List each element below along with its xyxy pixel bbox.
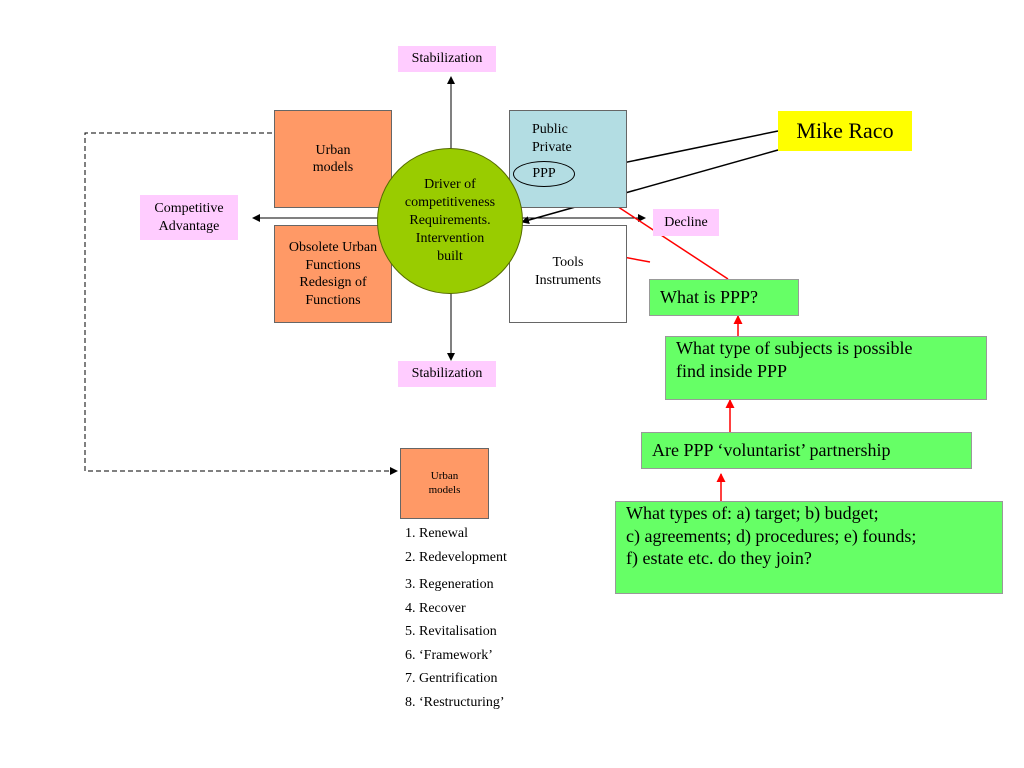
instruments-label: Instruments [534, 272, 602, 288]
private-label: Private [532, 139, 572, 155]
obsolete-line-1: Obsolete Urban [288, 240, 378, 255]
stabilization-bottom-label: Stabilization [398, 361, 496, 387]
stabilization-top-label: Stabilization [398, 46, 496, 72]
tools-label: Tools [552, 255, 584, 270]
competitiveness-driver-circle: Driver of competitiveness Requirements. … [377, 148, 523, 294]
list-item-revitalisation: 5. Revitalisation [405, 624, 497, 639]
public-label: Public [532, 122, 568, 137]
list-item-regeneration: 3. Regeneration [405, 577, 494, 592]
competitive-advantage-line-1: Competitive [154, 201, 224, 216]
competitive-advantage-label: Competitive Advantage [140, 195, 238, 240]
list-item-framework: 6. ‘Framework’ [405, 648, 493, 663]
types-line-1: What types of: a) target; b) budget; [626, 503, 879, 523]
mike-raco-label: Mike Raco [778, 111, 912, 151]
competitive-advantage-line-2: Advantage [158, 218, 220, 234]
small-urban-line-2: models [428, 483, 461, 496]
subjects-line-1: What type of subjects is possible [676, 338, 913, 358]
question-types: What types of: a) target; b) budget; c) … [615, 501, 1003, 594]
obsolete-line-2: Functions [305, 257, 361, 273]
ppp-ellipse-label: PPP [532, 166, 556, 182]
question-voluntarist: Are PPP ‘voluntarist’ partnership [641, 432, 972, 469]
circle-line-1: Driver of [424, 176, 476, 192]
urban-models-quadrant: Urban models [274, 110, 392, 208]
list-item-restructuring: 8. ‘Restructuring’ [405, 695, 505, 710]
circle-line-2: competitiveness [404, 194, 496, 210]
public-private-quadrant: Public Private PPP [509, 110, 627, 208]
obsolete-functions-quadrant: Obsolete Urban Functions Redesign of Fun… [274, 225, 392, 323]
urban-models-line-1: Urban [315, 142, 351, 158]
list-item-recover: 4. Recover [405, 601, 466, 616]
small-urban-models-box: Urban models [400, 448, 489, 519]
circle-line-3: Requirements. [409, 212, 491, 228]
circle-line-4: Intervention [415, 231, 485, 247]
types-line-3: f) estate etc. do they join? [626, 548, 812, 568]
tools-instruments-quadrant: Tools Instruments [509, 225, 627, 323]
list-item-gentrification: 7. Gentrification [405, 671, 498, 686]
obsolete-line-4: Functions [305, 292, 361, 308]
urban-models-line-2: models [312, 160, 354, 175]
circle-line-5: built [437, 249, 463, 265]
decline-label: Decline [653, 209, 719, 236]
small-urban-line-1: Urban [430, 469, 459, 482]
list-item-redevelopment: 2. Redevelopment [405, 550, 507, 565]
obsolete-line-3: Redesign of [299, 275, 367, 290]
types-line-2: c) agreements; d) procedures; e) founds; [626, 525, 917, 546]
mike-raco-arrow-circle [521, 149, 779, 224]
question-what-is-ppp: What is PPP? [649, 279, 799, 316]
question-subjects: What type of subjects is possible find i… [665, 336, 987, 400]
ppp-ellipse: PPP [513, 161, 575, 187]
dashed-connector [84, 132, 398, 475]
subjects-line-2: find inside PPP [676, 360, 788, 381]
list-item-renewal: 1. Renewal [405, 526, 468, 541]
